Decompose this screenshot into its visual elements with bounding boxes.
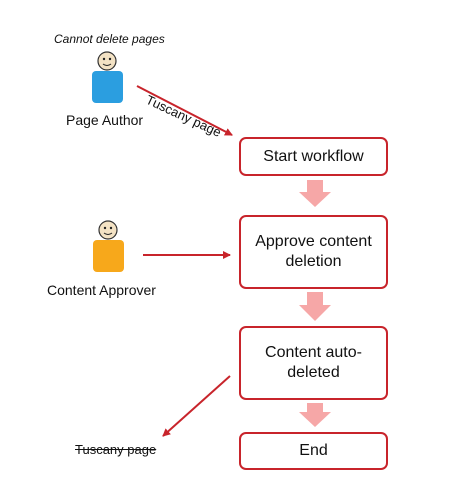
flow-arrow-1 [299, 180, 331, 207]
deleted-output-arrow [162, 375, 231, 437]
page-author-person-icon [92, 51, 123, 103]
content-approver-person-icon [93, 220, 124, 272]
tuscany-page-input-label: Tuscany page [143, 92, 224, 140]
step-content-auto-deleted: Content auto- deleted [239, 326, 388, 400]
step-label: Approve content deletion [255, 233, 372, 270]
author-restriction-note: Cannot delete pages [54, 32, 165, 46]
step-approve-content-deletion: Approve content deletion [239, 215, 388, 289]
step-end: End [239, 432, 388, 470]
step-start-workflow: Start workflow [239, 137, 388, 176]
content-approver-label: Content Approver [47, 282, 156, 298]
flow-arrow-2 [299, 292, 331, 321]
tuscany-page-deleted-label: Tuscany page [75, 442, 157, 457]
step-label: Start workflow [263, 147, 364, 165]
step-label: Content auto- deleted [265, 344, 362, 381]
step-label: End [299, 442, 328, 459]
flow-arrow-3 [299, 403, 331, 427]
page-author-label: Page Author [66, 112, 144, 128]
